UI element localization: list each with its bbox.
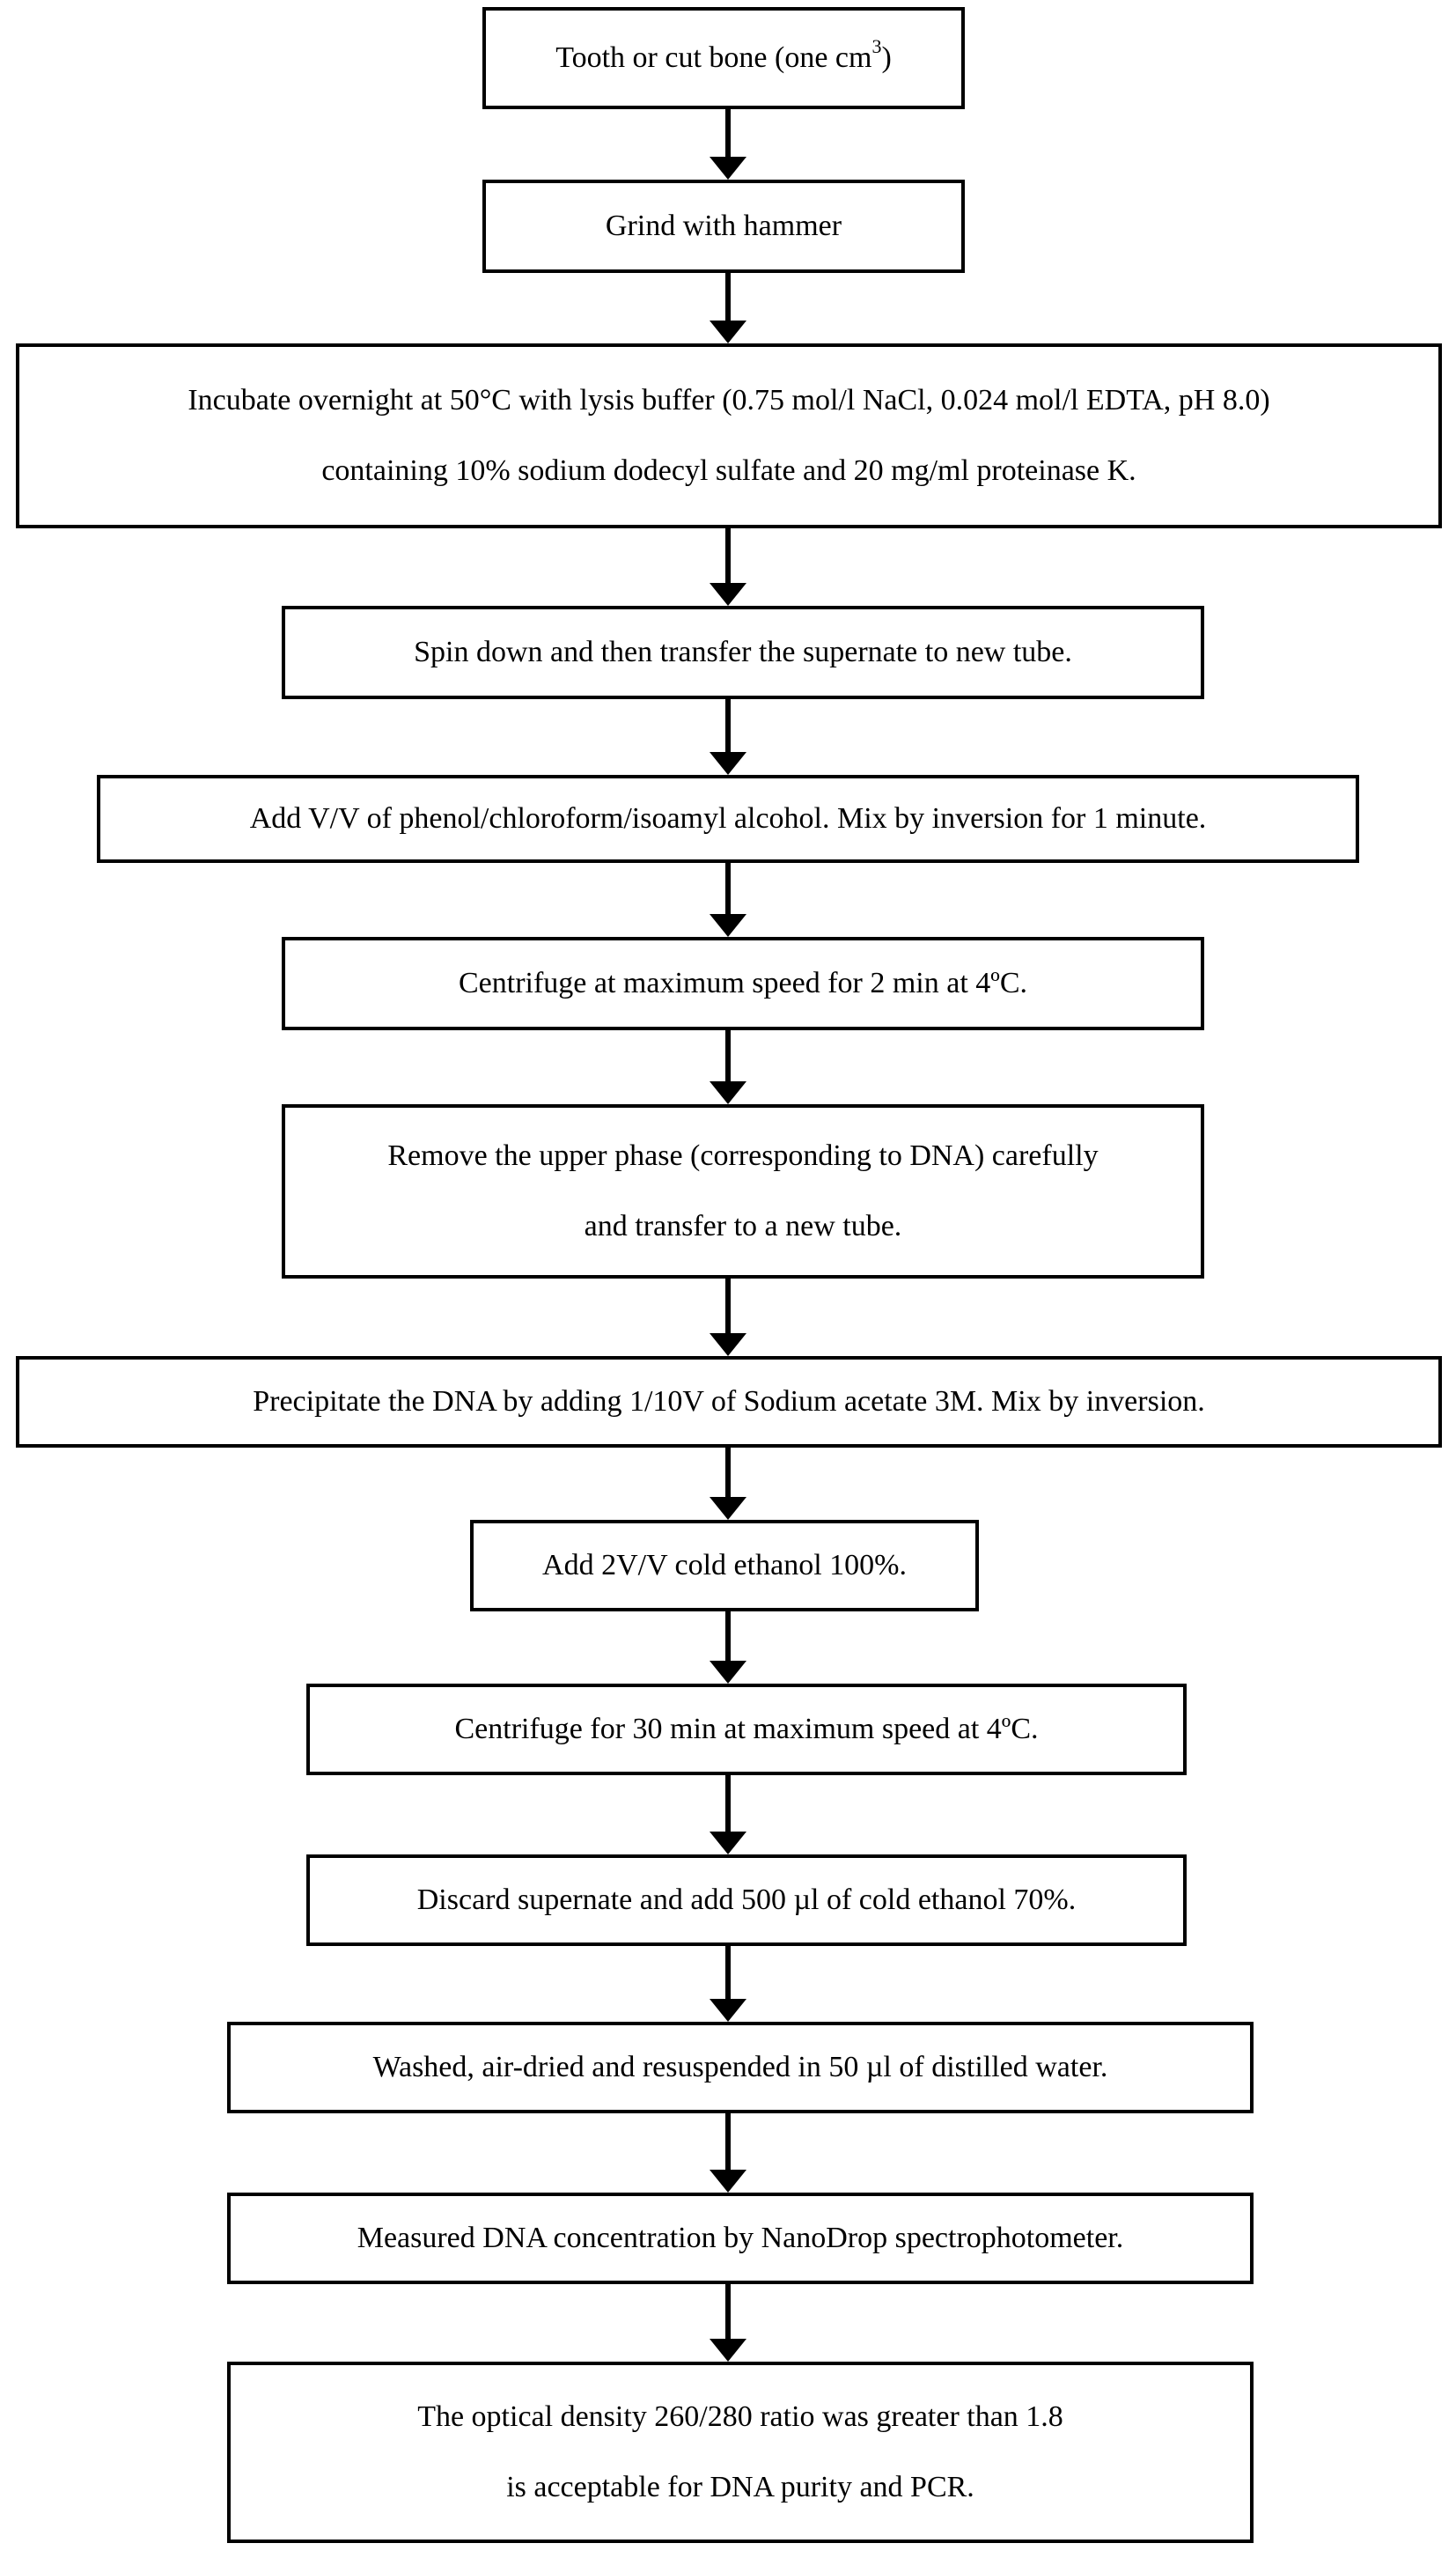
step-measure-dna: Measured DNA concentration by NanoDrop s…: [227, 2193, 1254, 2284]
arrow-head-12: [710, 2170, 746, 2193]
arrow-head-3: [710, 583, 746, 606]
arrow-head-4: [710, 752, 746, 775]
step-centrifuge-2min-text: Centrifuge at maximum speed for 2 min at…: [458, 967, 1028, 999]
step-incubate: Incubate overnight at 50°C with lysis bu…: [16, 343, 1442, 528]
arrow-head-7: [710, 1333, 746, 1356]
arrow-head-11: [710, 1999, 746, 2022]
step-add-ethanol: Add 2V/V cold ethanol 100%.: [470, 1520, 979, 1611]
arrow-9: [706, 1611, 750, 1684]
arrow-head-2: [710, 321, 746, 343]
arrow-3: [706, 528, 750, 606]
step-grind: Grind with hammer: [482, 180, 965, 273]
arrow-8: [706, 1448, 750, 1520]
step-spin-down: Spin down and then transfer the supernat…: [282, 606, 1204, 699]
step-add-phenol-text: Add V/V of phenol/chloroform/isoamyl alc…: [249, 802, 1207, 835]
step-tooth-or-bone-suffix: ): [881, 41, 892, 74]
step-precipitate-text: Precipitate the DNA by adding 1/10V of S…: [253, 1385, 1205, 1418]
arrow-10: [706, 1775, 750, 1854]
arrow-head-13: [710, 2339, 746, 2362]
step-precipitate: Precipitate the DNA by adding 1/10V of S…: [16, 1356, 1442, 1448]
step-add-ethanol-text: Add 2V/V cold ethanol 100%.: [542, 1549, 907, 1581]
step-centrifuge-30min: Centrifuge for 30 min at maximum speed a…: [306, 1684, 1187, 1775]
arrow-12: [706, 2113, 750, 2193]
arrow-2: [706, 273, 750, 343]
step-tooth-or-bone: Tooth or cut bone (one cm3): [482, 7, 965, 109]
arrow-13: [706, 2284, 750, 2362]
arrow-11: [706, 1946, 750, 2022]
step-remove-upper-phase-line-2: and transfer to a new tube.: [584, 1210, 902, 1242]
step-spin-down-text: Spin down and then transfer the supernat…: [414, 636, 1072, 668]
step-remove-upper-phase-line-1: Remove the upper phase (corresponding to…: [387, 1139, 1099, 1172]
step-discard-supernate: Discard supernate and add 500 µl of cold…: [306, 1854, 1187, 1946]
arrow-head-9: [710, 1661, 746, 1684]
step-optical-density: The optical density 260/280 ratio was gr…: [227, 2362, 1254, 2543]
arrow-head-6: [710, 1081, 746, 1104]
step-wash-resuspend-text: Washed, air-dried and resuspended in 50 …: [372, 2051, 1108, 2083]
step-optical-density-line-2: is acceptable for DNA purity and PCR.: [506, 2471, 974, 2503]
arrow-head-10: [710, 1832, 746, 1854]
step-discard-supernate-text: Discard supernate and add 500 µl of cold…: [416, 1883, 1077, 1916]
step-grind-text: Grind with hammer: [605, 210, 842, 242]
arrow-5: [706, 863, 750, 937]
superscript-3: 3: [871, 35, 882, 57]
step-wash-resuspend: Washed, air-dried and resuspended in 50 …: [227, 2022, 1254, 2113]
step-incubate-line-1: Incubate overnight at 50°C with lysis bu…: [188, 384, 1270, 417]
step-optical-density-line-1: The optical density 260/280 ratio was gr…: [417, 2400, 1063, 2433]
step-measure-dna-text: Measured DNA concentration by NanoDrop s…: [357, 2222, 1124, 2254]
arrow-7: [706, 1279, 750, 1356]
step-centrifuge-30min-text: Centrifuge for 30 min at maximum speed a…: [454, 1713, 1039, 1745]
step-centrifuge-2min: Centrifuge at maximum speed for 2 min at…: [282, 937, 1204, 1030]
arrow-1: [706, 109, 750, 180]
step-remove-upper-phase: Remove the upper phase (corresponding to…: [282, 1104, 1204, 1279]
arrow-head-8: [710, 1497, 746, 1520]
arrow-6: [706, 1030, 750, 1104]
arrow-head-1: [710, 157, 746, 180]
arrow-head-5: [710, 914, 746, 937]
step-add-phenol: Add V/V of phenol/chloroform/isoamyl alc…: [97, 775, 1359, 863]
arrow-4: [706, 699, 750, 775]
step-tooth-or-bone-text: Tooth or cut bone (one cm: [555, 41, 872, 74]
step-incubate-line-2: containing 10% sodium dodecyl sulfate an…: [321, 454, 1136, 487]
